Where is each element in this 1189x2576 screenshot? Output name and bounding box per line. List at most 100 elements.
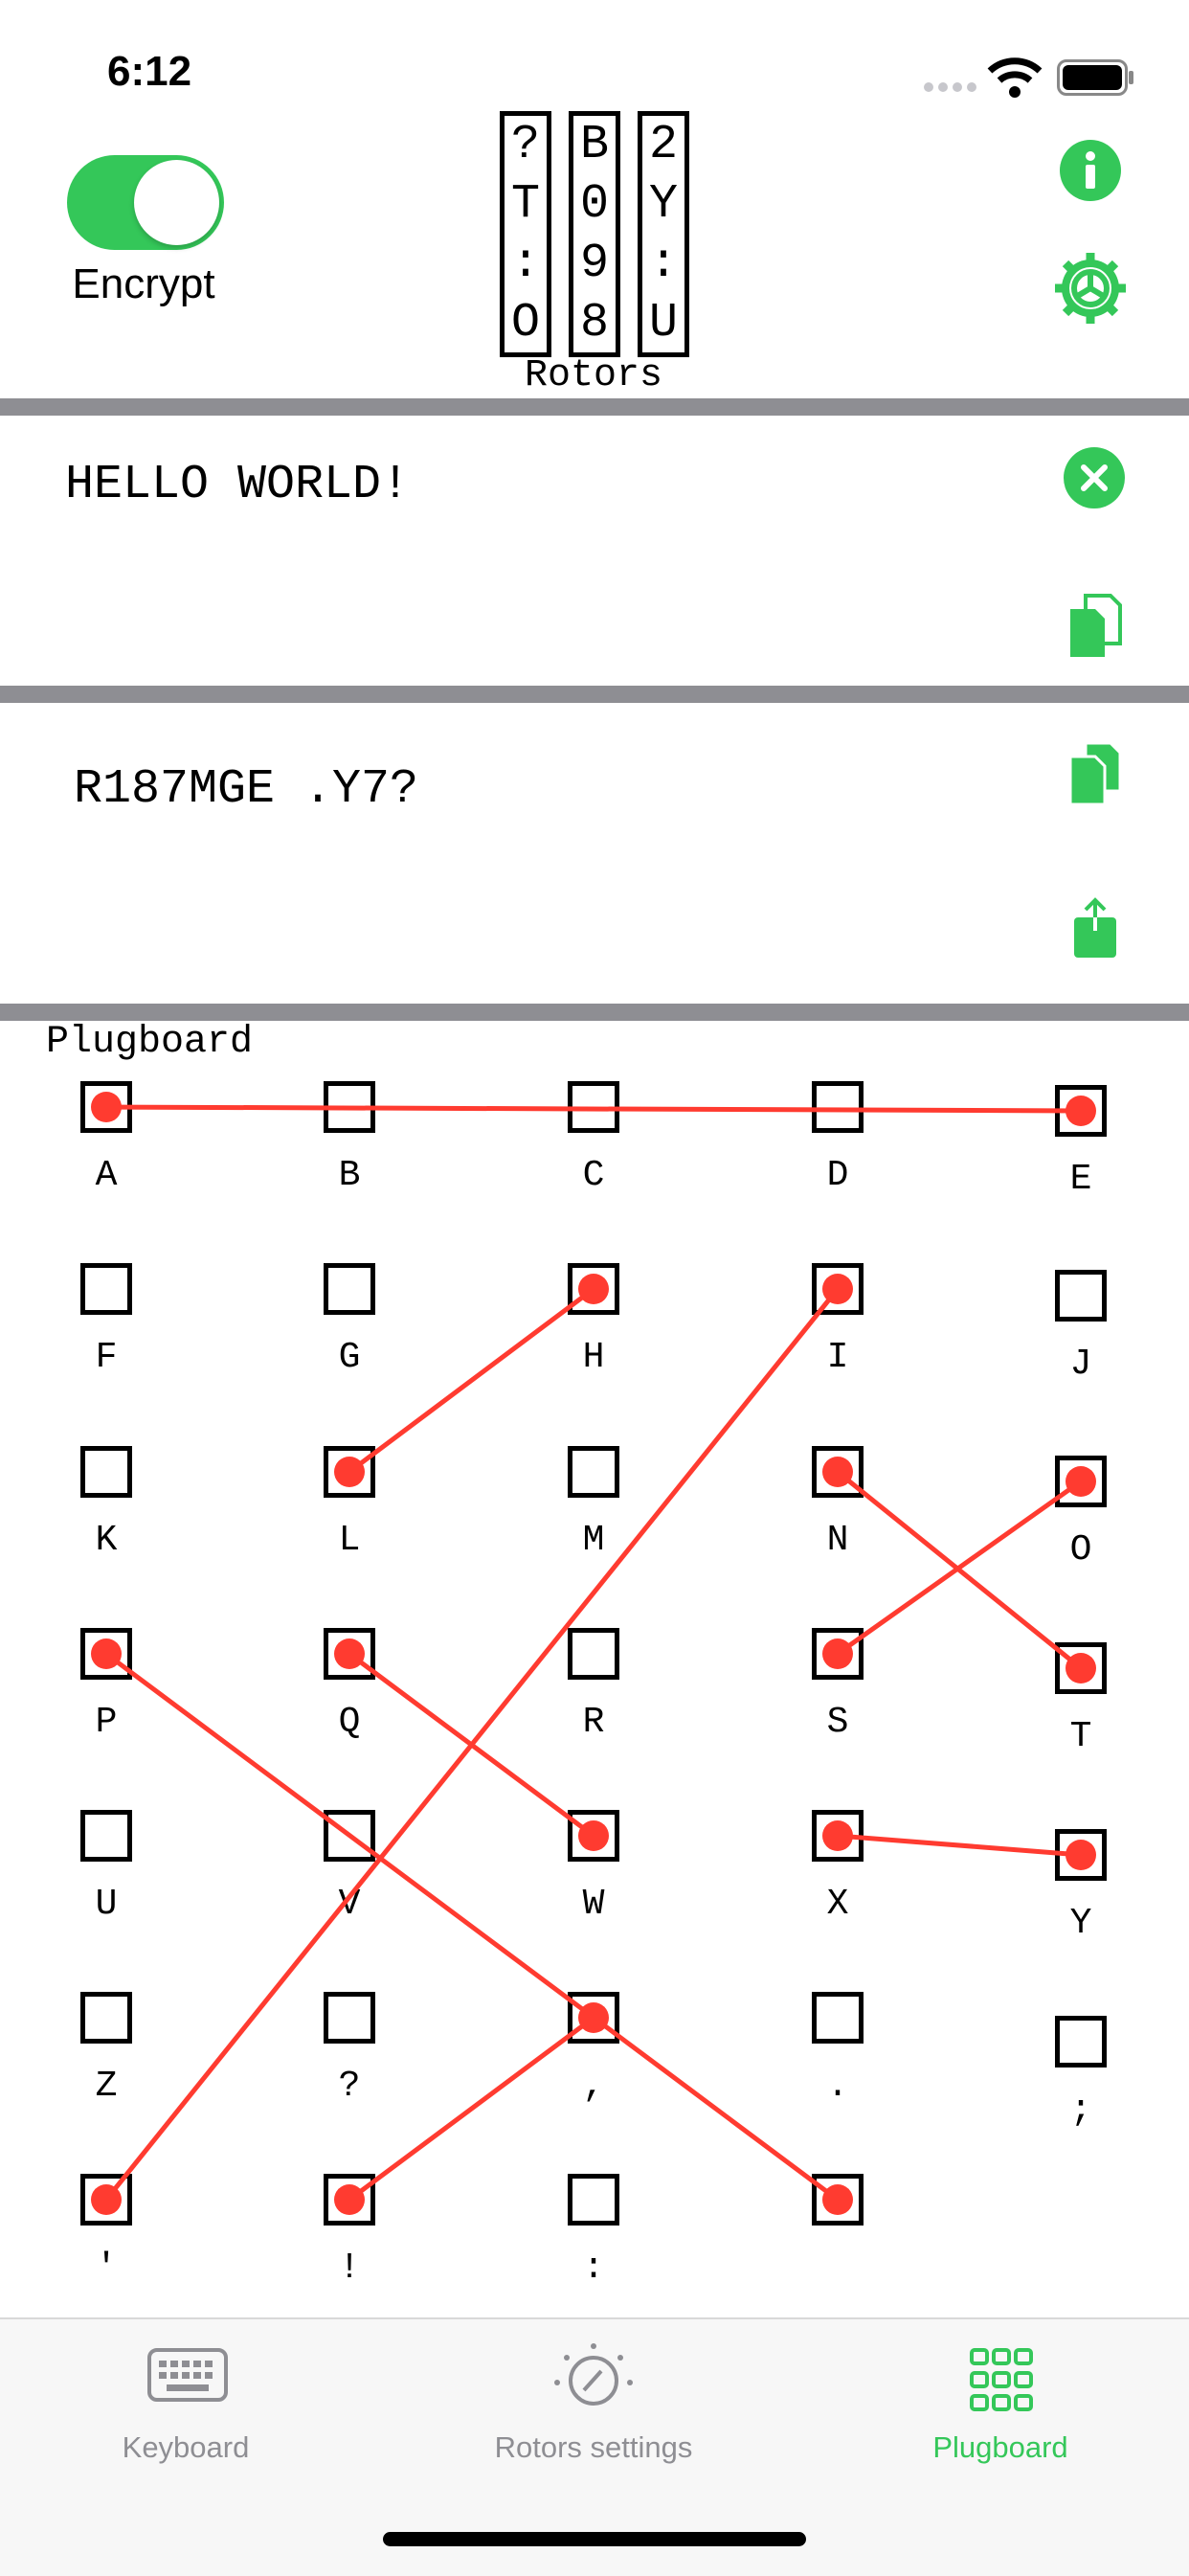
dial-icon [554,2343,633,2406]
plug-label: G [338,1337,361,1378]
plug-socket[interactable] [324,1628,375,1680]
plug-label: E [1069,1159,1092,1200]
plug-socket[interactable] [324,1446,375,1498]
rotor-char: : [510,236,540,291]
plug-socket[interactable] [812,1263,864,1315]
plug-label: N [826,1520,849,1561]
battery-icon [1057,59,1133,96]
rotors-label: Rotors [524,354,663,397]
plug-socket[interactable] [80,1992,132,2044]
plug-wire [348,2015,595,2203]
divider [0,1004,1189,1021]
keyboard-icon [147,2348,228,2402]
plug-label: V [338,1884,361,1925]
signal-icon [924,82,976,92]
plug-wire [348,1286,595,1475]
plug-label: . [826,2066,849,2107]
plug-label: : [582,2248,605,2289]
rotor-char: Y [648,177,678,233]
status-time: 6:12 [107,48,192,95]
plug-label: Q [338,1702,361,1743]
rotor-char: 8 [579,295,609,350]
rotor-char: O [510,295,540,350]
plug-socket[interactable] [568,1446,619,1498]
plug-label: M [582,1520,605,1561]
plug-label: O [1069,1529,1092,1570]
grid-icon [970,2348,1033,2411]
plug-label: Z [95,2066,118,2107]
plug-label: D [826,1155,849,1196]
plug-socket[interactable] [812,1628,864,1680]
rotor-char: T [510,177,540,233]
plug-label: F [95,1337,118,1378]
plug-socket[interactable] [812,1992,864,2044]
rotor-1[interactable]: ?T:O [500,111,551,357]
plug-label: ; [1069,2090,1092,2131]
plug-label: L [338,1520,361,1561]
plug-socket[interactable] [324,1992,375,2044]
plug-socket[interactable] [1055,1456,1107,1507]
plug-socket[interactable] [568,1992,619,2044]
plug-label: K [95,1520,118,1561]
rotor-char: : [648,236,678,291]
copy-icon[interactable] [1068,741,1122,806]
plug-label: J [1069,1344,1092,1385]
share-icon[interactable] [1072,896,1118,960]
plug-socket[interactable] [80,1810,132,1862]
rotor-char: 2 [648,118,678,173]
input-text[interactable]: HELLO WORLD! [65,458,411,512]
plug-wire [348,1651,595,1839]
plug-socket[interactable] [568,2174,619,2226]
plug-socket[interactable] [324,1263,375,1315]
plug-socket[interactable] [324,1081,375,1133]
plug-socket[interactable] [324,1810,375,1862]
plug-socket[interactable] [568,1810,619,1862]
plug-label: A [95,1155,118,1196]
plug-label: Y [1069,1903,1092,1944]
tab-label: Plugboard [932,2430,1068,2464]
plug-wire [836,1470,1083,1670]
plug-socket[interactable] [1055,1642,1107,1694]
home-indicator [383,2532,806,2546]
plug-socket[interactable] [1055,2016,1107,2068]
tab-label: Keyboard [122,2430,250,2464]
plug-socket[interactable] [812,1446,864,1498]
divider [0,686,1189,703]
plug-socket[interactable] [568,1628,619,1680]
plug-socket[interactable] [1055,1085,1107,1137]
plug-socket[interactable] [80,2174,132,2226]
wifi-icon [987,57,1043,98]
plug-socket[interactable] [80,1446,132,1498]
plug-socket[interactable] [80,1263,132,1315]
plug-label: P [95,1702,118,1743]
clear-icon[interactable] [1063,446,1126,509]
plug-label: H [582,1337,605,1378]
plug-socket[interactable] [568,1081,619,1133]
plug-socket[interactable] [80,1081,132,1133]
plug-socket[interactable] [568,1263,619,1315]
plug-label: C [582,1155,605,1196]
plug-label: I [826,1337,849,1378]
gear-icon[interactable] [1053,251,1128,326]
plug-socket[interactable] [80,1628,132,1680]
paste-icon[interactable] [1068,594,1122,659]
plug-label: ? [338,2066,361,2107]
encrypt-toggle[interactable] [67,155,224,250]
plug-wire [104,1651,840,2203]
plug-socket[interactable] [324,2174,375,2226]
plug-socket[interactable] [812,2174,864,2226]
info-icon[interactable] [1059,139,1122,202]
output-text: R187MGE .Y7? [74,762,419,817]
plug-label: ' [95,2248,118,2289]
plug-label: S [826,1702,849,1743]
plug-socket[interactable] [812,1810,864,1862]
rotor-char: 9 [579,236,609,291]
plug-wire [837,1833,1082,1858]
plug-socket[interactable] [1055,1270,1107,1322]
plug-socket[interactable] [1055,1829,1107,1881]
plug-socket[interactable] [812,1081,864,1133]
rotor-char: U [648,295,678,350]
plug-label: ! [338,2248,361,2289]
